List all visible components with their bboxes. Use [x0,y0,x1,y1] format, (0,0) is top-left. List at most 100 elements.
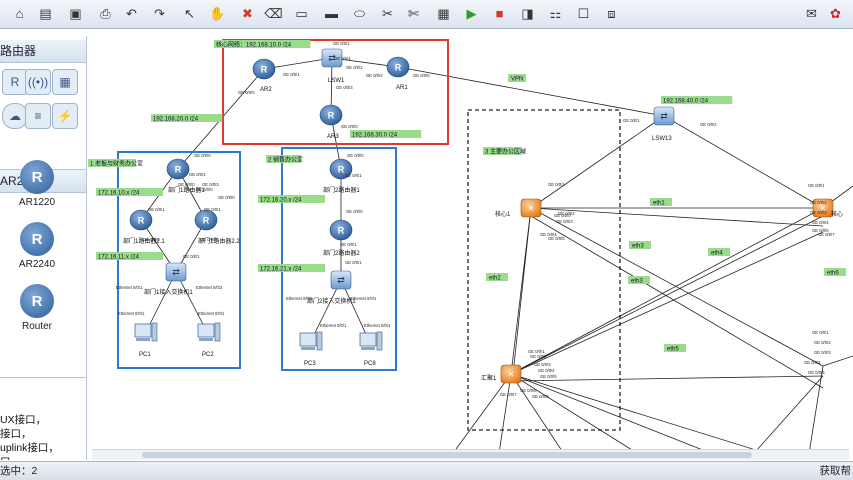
undo-icon[interactable]: ↶ [126,6,137,21]
sidebar-header[interactable]: 路由器 [0,40,86,63]
help-status[interactable]: 获取帮 [819,465,852,477]
core-switch-icon [812,198,834,218]
node-pc8[interactable]: PC8 [359,331,383,367]
select-icon[interactable]: ↖ [184,6,195,21]
port-label: GE 0/0/1 [812,330,829,335]
link-category-icon[interactable]: ⚡ [52,103,78,129]
link-line[interactable] [807,365,824,460]
node-b1sw[interactable]: ⇄部门1接入交换机1 [144,262,193,296]
link-line[interactable] [510,373,649,460]
node-pc1[interactable]: PC1 [134,322,158,358]
text-icon[interactable]: ▭ [295,6,308,21]
area-branch2[interactable] [281,147,397,371]
node-pc2[interactable]: PC2 [197,322,221,358]
link-line[interactable] [822,355,853,367]
link-line[interactable] [510,207,824,375]
ellipse-icon[interactable]: ⬭ [353,6,366,21]
start-icon[interactable]: ▶ [466,6,477,21]
wireless-category-icon[interactable]: ((•)) [25,69,51,95]
node-b2sw[interactable]: ⇄部门2接入交换机1 [307,270,356,305]
link-line[interactable] [530,215,824,389]
device-ar2240[interactable]: R AR2240 [16,222,58,270]
eraser-icon[interactable]: ⌫ [264,6,283,21]
huawei-logo-icon[interactable]: ✿ [830,6,841,21]
rectangle-icon[interactable]: ▬ [325,6,338,21]
port-label: GE 0/0/2 [346,65,363,70]
capture-icon[interactable]: ✂ [382,6,393,21]
delete-icon[interactable]: ✖ [242,6,253,21]
link-line[interactable] [663,115,824,209]
link-line[interactable] [510,231,824,375]
link-line[interactable] [340,279,371,344]
open-icon[interactable]: ▤ [39,6,52,21]
link-line[interactable] [530,115,665,209]
description-line: uplink接口， [0,442,59,454]
link-line[interactable] [497,373,512,460]
area-branch3[interactable] [467,109,621,431]
network-label: 192.168.40.0 /24 [663,98,709,104]
device-panel-icon[interactable]: ◨ [521,6,534,21]
node-core2[interactable]: ✕核心 [812,198,843,218]
node-pc3[interactable]: PC3 [299,331,323,367]
link-line[interactable] [263,57,333,70]
node-agg1[interactable]: ✕汇聚1 [481,364,522,384]
network-label-bg [350,130,422,138]
switch-category-icon[interactable]: ≡ [25,103,51,129]
node-lsw1[interactable]: ⇄LSW1 [321,48,345,84]
link-line[interactable] [510,375,824,382]
window-icon[interactable]: ☐ [577,6,590,21]
firewall-category-icon[interactable]: ▦ [52,69,78,95]
stop-icon[interactable]: ■ [495,6,504,21]
port-label: GE 0/0/0 [194,153,211,158]
link-line[interactable] [512,207,532,375]
save-icon[interactable]: ▣ [69,6,82,21]
router-icon: R [20,222,54,256]
node-label: 部门2路由器1 [323,186,360,194]
link-line[interactable] [309,279,342,344]
router-category-icon[interactable]: R [2,69,28,95]
print-icon[interactable]: ⎙ [100,6,111,21]
link-line[interactable] [510,373,789,460]
graph-icon[interactable]: ⚏ [549,6,562,21]
link-line[interactable] [397,66,665,117]
hand-icon[interactable]: ✋ [209,6,226,21]
link-line[interactable] [447,373,512,460]
comment-icon[interactable]: ✉ [806,6,817,21]
port-label: GE 0/0/2 [200,237,217,242]
redo-icon[interactable]: ↷ [154,6,165,21]
description-line: UX接口， [0,414,47,426]
port-label: GE 0/0/0 [341,124,358,129]
area-core[interactable] [222,39,449,145]
home-icon[interactable]: ⌂ [15,6,24,21]
cloud-category-icon[interactable]: ☁ [2,103,28,129]
scrollbar-thumb[interactable] [142,452,752,458]
link-line[interactable] [510,215,824,375]
link-line[interactable] [530,207,824,227]
node-lsw13[interactable]: ⇄LSW13 [652,106,675,142]
area-label: 2 销售办公室 [266,155,303,163]
link-line[interactable] [530,207,824,367]
description-line: 接口， [0,428,32,440]
node-label: LSW1 [328,78,345,84]
topology-icon[interactable]: ▦ [437,6,450,21]
horizontal-scrollbar[interactable] [92,449,849,460]
screen-icon[interactable]: ⧈ [607,6,616,21]
device-ar1220[interactable]: R AR1220 [16,160,58,208]
node-core1[interactable]: ✕核心1 [495,198,542,218]
router-icon [166,158,190,180]
link-line[interactable] [510,373,569,460]
capture-stop-icon[interactable]: ✄ [408,6,419,21]
node-label: 部门1路由器2.1 [123,237,165,245]
link-line[interactable] [747,375,824,460]
device-router[interactable]: R Router [16,284,58,332]
